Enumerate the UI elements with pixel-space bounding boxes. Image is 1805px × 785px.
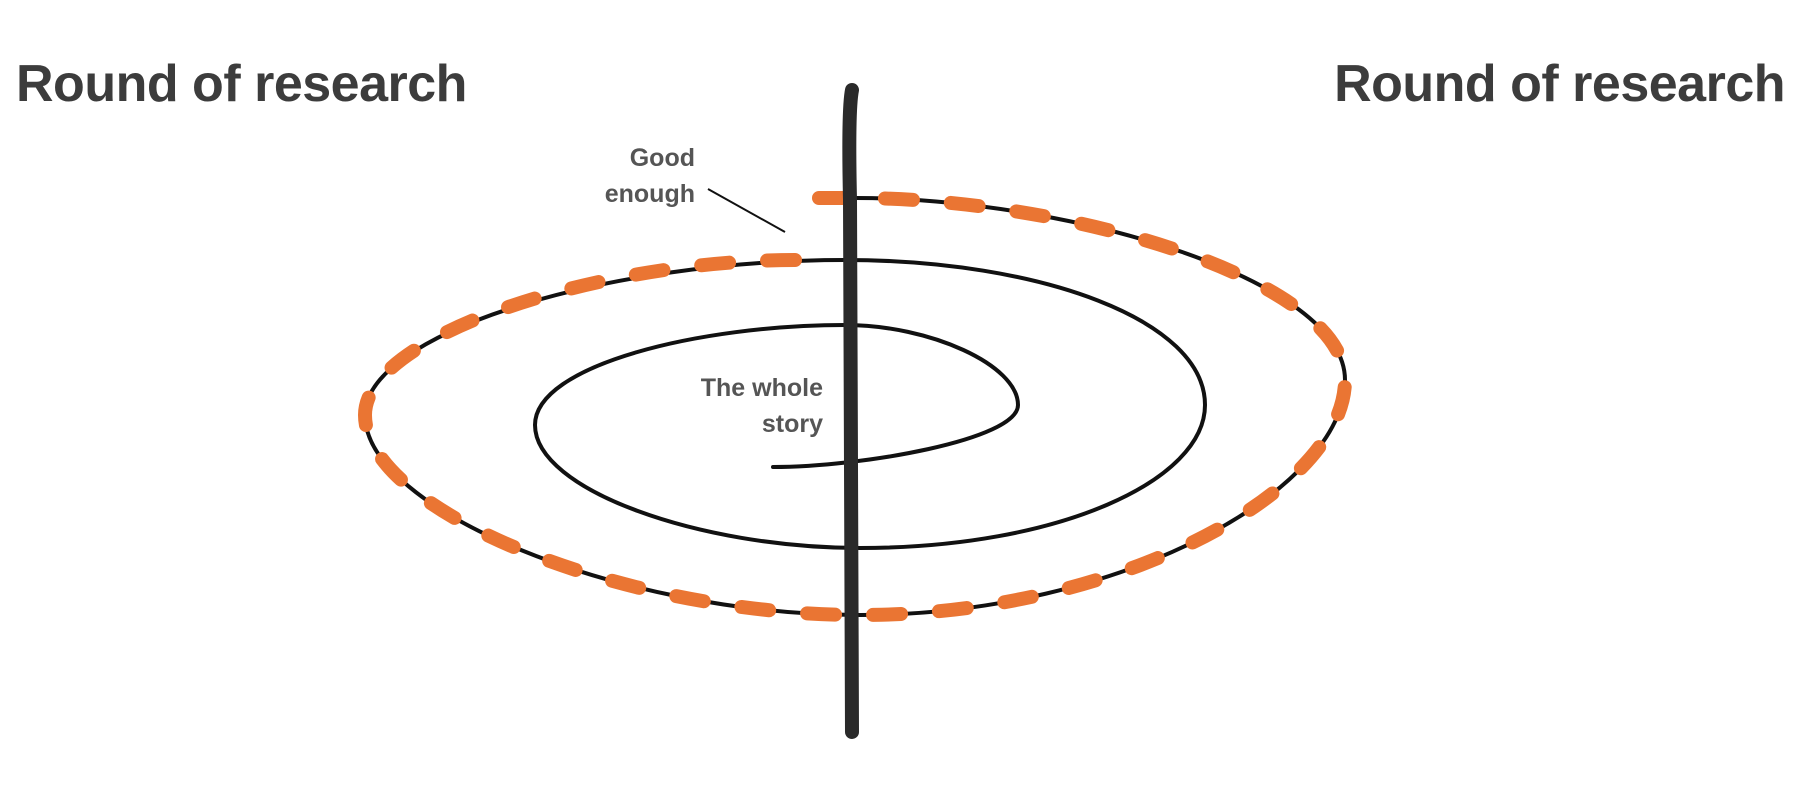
whole-story-label: The whole story xyxy=(701,370,823,442)
round-of-research-heading-left: Round of research xyxy=(16,55,467,113)
whole-story-label-line2: story xyxy=(761,410,823,438)
good-enough-label-line2: enough xyxy=(604,180,695,208)
good-enough-label: Good enough xyxy=(605,140,695,212)
round-of-research-heading-right: Round of research xyxy=(1334,55,1785,113)
good-enough-label-line1: Good xyxy=(629,144,695,172)
good-enough-pointer xyxy=(707,188,786,233)
good-enough-dashed-round xyxy=(357,191,1353,623)
whole-story-label-line1: The whole xyxy=(700,374,823,402)
research-spiral xyxy=(362,196,1348,618)
vertical-axis-line xyxy=(842,83,859,739)
